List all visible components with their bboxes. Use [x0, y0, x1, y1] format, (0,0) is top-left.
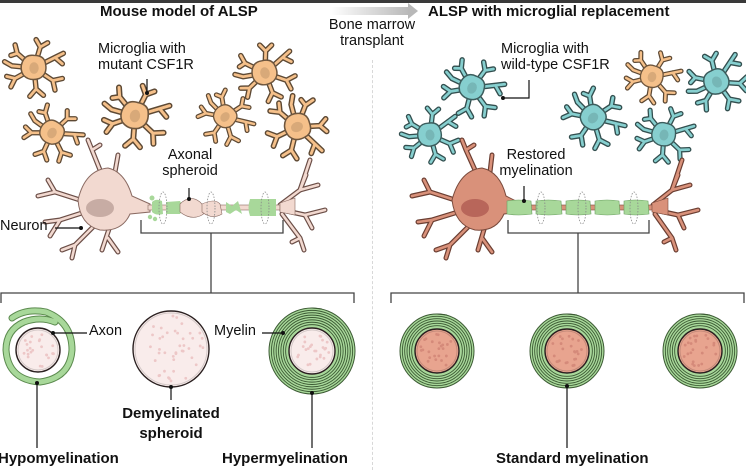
- pointer-dot: [79, 226, 83, 230]
- left-panel-title: Mouse model of ALSP: [100, 3, 258, 20]
- hypermyelination-cross-section: [268, 307, 356, 395]
- standard-myelination-label: Standard myelination: [496, 450, 649, 467]
- mutant-microglia-group: [1, 36, 330, 164]
- standard-myelination-cross-section: [529, 313, 605, 389]
- transplant-arrow: [330, 3, 418, 19]
- microglia-mutant-residual: [623, 49, 684, 106]
- neuron-label: Neuron: [0, 218, 48, 234]
- microglia-wildtype: [685, 50, 746, 113]
- axonal-spheroid-label: Axonal spheroid: [162, 147, 218, 179]
- microglia-mutant: [232, 42, 298, 105]
- hypomyelination-cross-section: [2, 307, 76, 386]
- cross-section-pointers: [36, 332, 568, 448]
- wildtype-microglia-group: [398, 49, 746, 165]
- microglia-mutant: [1, 36, 67, 100]
- microglia-wildtype: [398, 105, 461, 165]
- neuron-right: [409, 137, 701, 261]
- right-panel-title: ALSP with microglial replacement: [428, 3, 670, 20]
- demyelinated-spheroid-cross-section: [132, 310, 210, 388]
- restored-myelination-label: Restored myelination: [499, 147, 573, 179]
- pointer-dot: [501, 96, 505, 100]
- myelin-label: Myelin: [214, 323, 256, 339]
- microglia-mutant: [21, 102, 86, 164]
- mutant-microglia-label: Microglia with mutant CSF1R: [98, 41, 194, 73]
- wildtype-microglia-pointer: [505, 80, 530, 99]
- cross-sections-right: [399, 313, 738, 389]
- panel-divider: [372, 60, 373, 470]
- bracket-left: [0, 220, 355, 303]
- wildtype-microglia-label: Microglia with wild-type CSF1R: [501, 41, 610, 73]
- neuron-left: [35, 137, 328, 261]
- cross-section-dots: [35, 331, 569, 395]
- microglia-wildtype: [440, 57, 508, 120]
- bone-marrow-transplant-label: Bone marrow transplant: [328, 17, 416, 49]
- standard-myelination-cross-section: [399, 313, 475, 389]
- standard-myelination-cross-section: [662, 313, 738, 389]
- microglia-mutant: [264, 92, 330, 162]
- pointer-dot: [522, 199, 526, 203]
- pointer-dot: [187, 197, 191, 201]
- microglia-wildtype: [560, 85, 628, 152]
- hypermyelination-label: Hypermyelination: [222, 450, 348, 467]
- top-border: [0, 0, 746, 3]
- bracket-right: [390, 220, 745, 303]
- microglia-mutant: [100, 82, 173, 151]
- demyelinated-spheroid-label: Demyelinated spheroid: [122, 405, 220, 442]
- microglia-mutant: [195, 87, 257, 147]
- pointer-dot: [145, 91, 149, 95]
- cross-sections-left: [2, 307, 356, 395]
- microglia-wildtype: [634, 106, 697, 165]
- hypomyelination-label: Hypomyelination: [0, 450, 119, 467]
- axon-label: Axon: [89, 323, 123, 339]
